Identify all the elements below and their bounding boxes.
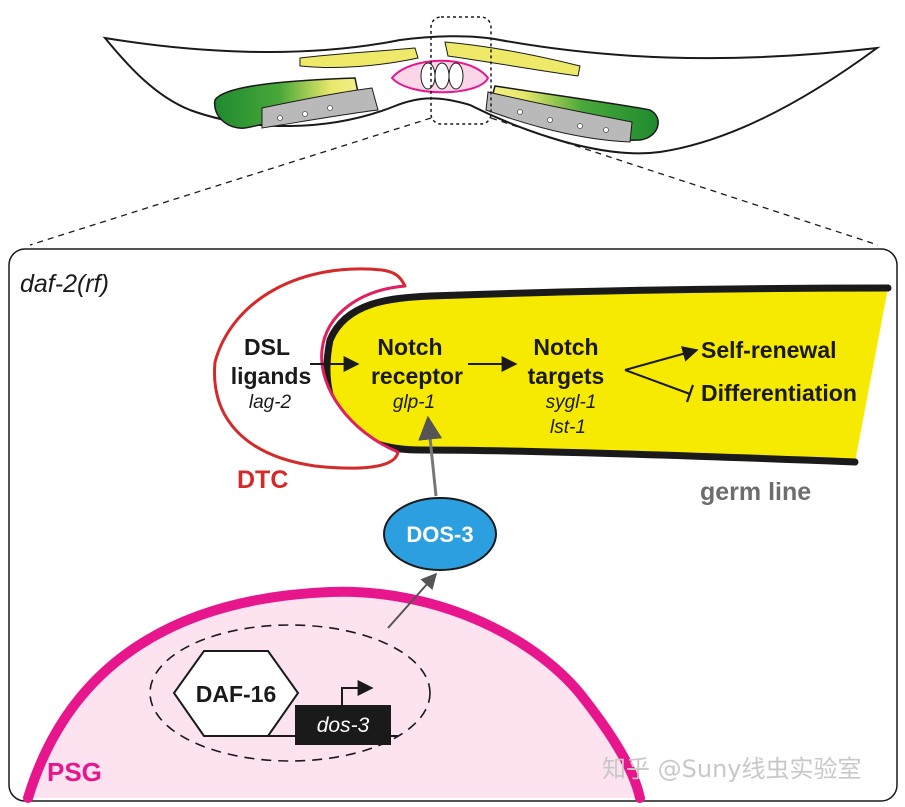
lst1-gene-label: lst-1 [550, 417, 586, 438]
dos3-protein-label: DOS-3 [406, 522, 473, 547]
dsl-ligands-line1: DSL [244, 334, 290, 360]
worm-germ-cells-right [485, 91, 633, 143]
inhibition-bar [685, 384, 695, 403]
watermark: 知乎 @Suny线虫实验室 [602, 755, 862, 783]
worm-overview [29, 16, 881, 246]
psg-label: PSG [47, 757, 102, 787]
panel-title: daf-2(rf) [20, 270, 109, 298]
notch-receptor-line1: Notch [377, 334, 442, 360]
worm-nuclei [277, 105, 609, 133]
worm-upper-arm-right [444, 41, 581, 77]
worm-egg [420, 62, 436, 90]
dos3-protein [383, 497, 497, 571]
germline-label: germ line [700, 478, 811, 506]
psg-membrane [23, 586, 645, 803]
psg-cell: DAF-16 dos-3 PSG [23, 586, 645, 803]
notch-targets-line1: Notch [533, 334, 598, 360]
differentiation-label: Differentiation [701, 380, 857, 406]
dsl-ligands-line2: ligands [231, 363, 312, 389]
worm-egg [434, 62, 450, 90]
dtc-label: DTC [237, 466, 288, 494]
dtc-inner-membrane [320, 285, 406, 453]
dos3-gene-box [295, 705, 391, 745]
zoom-line-right [490, 117, 879, 246]
self-renewal-label: Self-renewal [701, 337, 837, 363]
notch-targets-line2: targets [528, 363, 605, 389]
zoom-line-left [29, 117, 432, 246]
psg-nucleus [149, 624, 431, 762]
dos3-to-receptor-arrow [418, 415, 443, 497]
zoom-box [430, 16, 492, 125]
lag2-gene-label: lag-2 [249, 392, 292, 413]
notch-receptor-line2: receptor [371, 363, 463, 389]
germline-membrane [323, 284, 892, 466]
worm-egg [448, 62, 464, 90]
worm-upper-arm-left [299, 47, 419, 69]
worm-germ-cells-left [261, 87, 379, 129]
dos3-gene-label: dos-3 [317, 714, 370, 737]
psg-body [28, 591, 640, 798]
daf16-label: DAF-16 [196, 681, 277, 707]
sygl1-gene-label: sygl-1 [546, 392, 597, 413]
glp1-gene-label: glp-1 [393, 392, 435, 413]
targets-to-self-renewal-arrow [624, 346, 699, 371]
germline-body [326, 288, 888, 462]
transcription-start-arrow [341, 680, 374, 705]
targets-inhibit-differentiation [624, 369, 691, 395]
psg-secretion-arrow [387, 572, 438, 629]
